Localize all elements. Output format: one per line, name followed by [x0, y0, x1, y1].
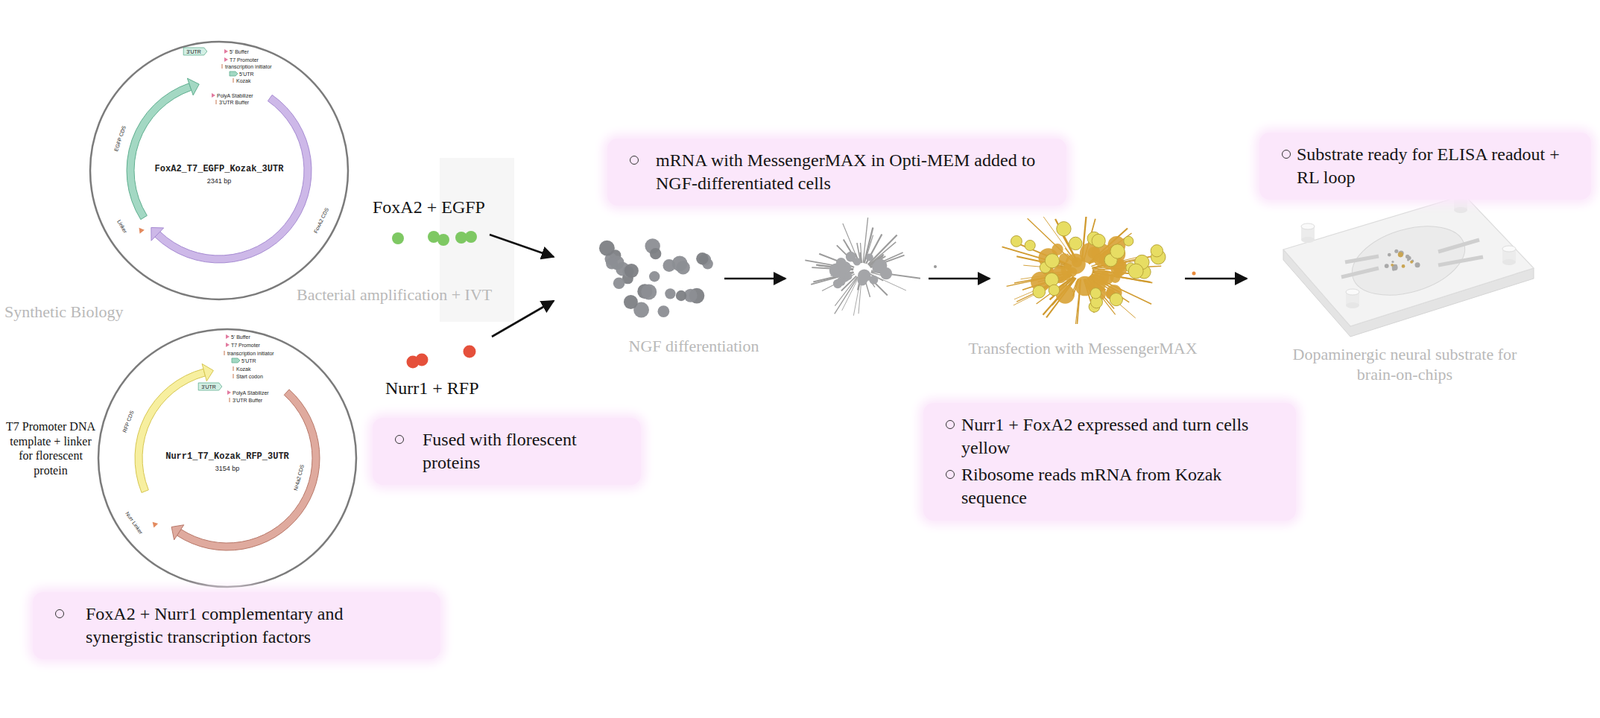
feature-label: Nurr Linker: [125, 511, 145, 536]
callout-text: Nurr1 + FoxA2 expressed and turn cells y…: [961, 413, 1270, 460]
stage-caption: Dopaminergic neural substrate for brain-…: [1274, 345, 1536, 386]
bullet-mark: [629, 155, 639, 165]
rfp-mrna-dot: [415, 353, 429, 367]
plasmid-map: FoxA2_T7_EGFP_Kozak_3UTR 2341 bp 3'UTR 5' B…: [88, 40, 350, 302]
egfp-mrna-dot: [391, 232, 404, 245]
feature-label: T7 Promoter: [229, 57, 259, 63]
annotation-label: Nurr1 + RFP: [385, 377, 480, 400]
callout-box: Nurr1 + FoxA2 expressed and turn cells y…: [923, 403, 1296, 521]
feature-label: 5' Buffer: [231, 334, 251, 340]
stage-caption: Transfection with MessengerMAX: [968, 339, 1197, 360]
callout-text: mRNA with MessengerMAX in Opti-MEM added…: [655, 149, 1056, 195]
bullet-row: FoxA2 + Nurr1 complementary and synergis…: [85, 602, 396, 649]
callout-text: FoxA2 + Nurr1 complementary and synergis…: [85, 602, 396, 649]
spark-dot: [1192, 272, 1197, 276]
transfected-neurons: [1002, 216, 1166, 325]
annotation-label: FoxA2 + EGFP: [372, 196, 486, 219]
flow-arrow: [928, 277, 990, 281]
bullet-mark: [945, 470, 955, 480]
feature-label: 3'UTR: [186, 49, 202, 55]
stage-caption: Bacterial amplification + IVT: [296, 285, 492, 306]
feature-label: transcription initiator: [227, 351, 275, 357]
bullet-row: Nurr1 + FoxA2 expressed and turn cells y…: [961, 413, 1270, 460]
callout-text: Fused with florescent proteins: [422, 428, 630, 474]
bullet-row: Fused with florescent proteins: [422, 428, 630, 474]
feature-label: 3'UTR: [201, 384, 217, 390]
stage-caption: NGF differentiation: [628, 336, 760, 357]
spark-dot: [933, 265, 937, 269]
feature-label: PolyA Stabilizer: [232, 390, 270, 396]
bullet-mark: [55, 609, 65, 619]
callout-text: Substrate ready for ELISA readout + RL l…: [1296, 143, 1580, 189]
flow-arrow: [489, 234, 554, 258]
callout-text: Ribosome reads mRNA from Kozak sequence: [961, 463, 1270, 509]
brain-on-chip: [1283, 193, 1534, 337]
feature-label: RFP CDS: [121, 410, 135, 434]
feature-label: Linker: [116, 219, 129, 235]
egfp-mrna-dot: [437, 234, 450, 246]
feature-label: Nr4a2 CDS: [292, 463, 305, 491]
stage-caption: Synthetic Biology: [4, 302, 124, 323]
bullet-row: Substrate ready for ELISA readout + RL l…: [1296, 143, 1580, 189]
plasmid-map: Nurr1_T7_Kozak_RFP_3UTR 3154 bp 5' BufferT…: [96, 327, 358, 589]
feature-label: transcription initiator: [225, 64, 273, 70]
feature-label: 5'UTR: [239, 71, 255, 77]
plasmid-size: 2341 bp: [207, 178, 232, 185]
plasmid-name: Nurr1_T7_Kozak_RFP_3UTR: [165, 452, 290, 462]
undifferentiated-cells: [599, 238, 714, 318]
bullet-mark: [1281, 149, 1291, 159]
feature-label: 5'UTR: [241, 358, 257, 364]
flow-arrow: [491, 301, 554, 337]
bullet-row: mRNA with MessengerMAX in Opti-MEM added…: [655, 149, 1056, 195]
feature-label: Kozak: [236, 366, 251, 372]
callout-box: Fused with florescent proteins: [372, 418, 641, 486]
callout-box: FoxA2 + Nurr1 complementary and synergis…: [32, 592, 441, 660]
feature-label: Kozak: [236, 78, 251, 84]
feature-label: EGFP CDS: [113, 125, 127, 153]
feature-label: 5' Buffer: [229, 49, 249, 55]
annotation-label: T7 Promoter DNA template + linker for fl…: [4, 419, 97, 478]
feature-label: T7 Promoter: [231, 342, 261, 349]
flow-arrow: [724, 277, 786, 281]
bullet-mark: [945, 420, 955, 430]
plasmid-name: FoxA2_T7_EGFP_Kozak_3UTR: [155, 164, 284, 174]
bullet-mark: [394, 435, 404, 445]
egfp-mrna-dot: [465, 231, 477, 243]
feature-label: 3'UTR Buffer: [232, 397, 263, 404]
flow-arrow: [1184, 277, 1247, 281]
ngf-differentiated-neuron: [804, 217, 921, 316]
callout-box: Substrate ready for ELISA readout + RL l…: [1259, 132, 1592, 200]
rfp-mrna-dot: [463, 345, 477, 359]
callout-box: mRNA with MessengerMAX in Opti-MEM added…: [607, 138, 1067, 206]
feature-label: FoxA2 CDS: [312, 206, 329, 234]
feature-label: PolyA Stabilizer: [216, 93, 254, 99]
plasmid-size: 3154 bp: [215, 465, 240, 473]
feature-label: 3'UTR Buffer: [219, 99, 249, 106]
feature-label: Start codon: [236, 374, 264, 380]
bullet-row: Ribosome reads mRNA from Kozak sequence: [961, 463, 1270, 509]
